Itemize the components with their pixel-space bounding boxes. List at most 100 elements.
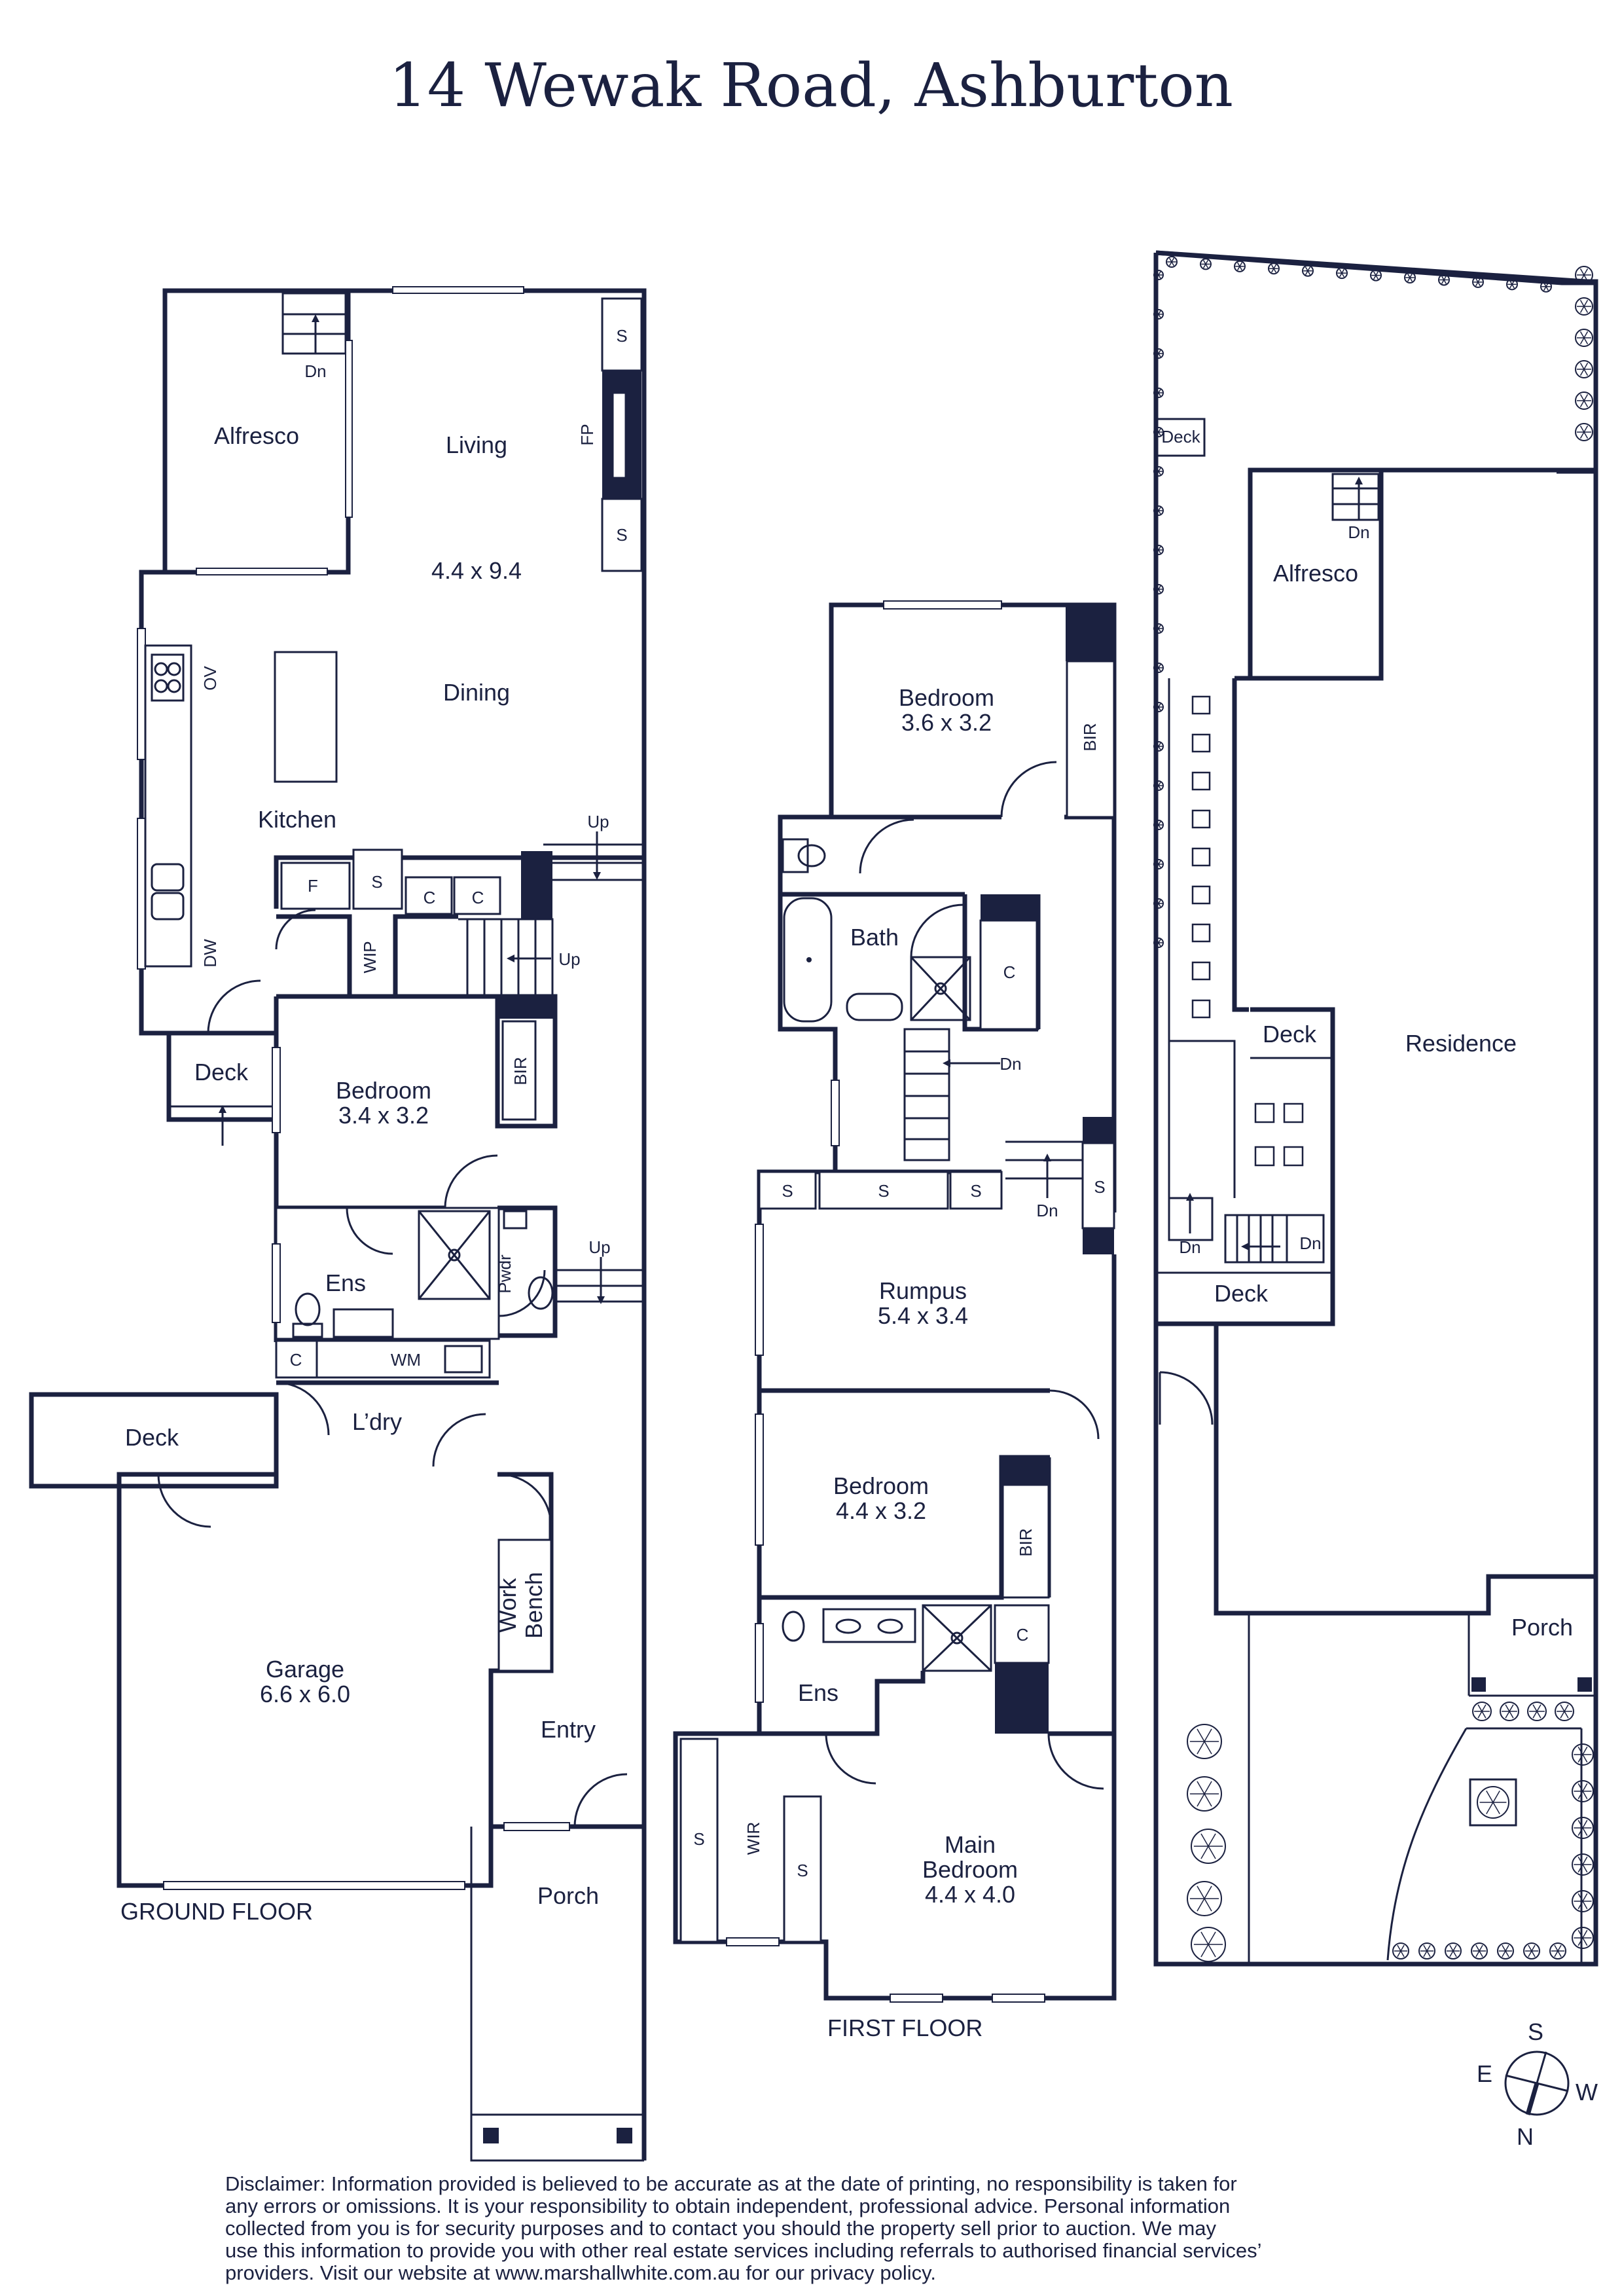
label-up-stairs: Up [558,949,580,969]
label-living-size: 4.4 x 9.4 [431,557,522,584]
shrub-icon [1166,256,1178,268]
label-bedroom-2-size: 4.4 x 3.2 [836,1497,926,1524]
shrub-icon [1153,466,1164,477]
shrub-icon [1187,1776,1222,1812]
shrub-icon [1506,278,1518,291]
label-kitchen: Kitchen [258,806,336,833]
label-fridge: F [308,876,318,896]
label-work: Work [494,1577,521,1632]
label-alfresco-dn: Dn [304,361,326,381]
shrub-icon [1572,1743,1594,1766]
shrub-icon [1336,267,1348,280]
label-dishwasher: DW [200,939,220,968]
paver [1283,1146,1304,1167]
label-bedroom-ground-size: 3.4 x 3.2 [338,1102,429,1129]
compass-n: N [1517,2123,1534,2150]
label-bedroom-2: Bedroom [833,1472,929,1499]
shrub-icon [1575,297,1593,316]
shrub-icon [1153,663,1164,673]
label-cupboard-c1: C [424,888,436,907]
label-site-deck-lower: Deck [1214,1280,1269,1307]
disclaimer: Disclaimer: Information provided is beli… [225,2172,1262,2284]
label-wir: WIR [744,1822,763,1855]
label-bedroom-ground: Bedroom [336,1077,431,1104]
shrub-icon [1187,1881,1222,1916]
ground-floor-plan: Alfresco Dn Living 4.4 x 9.4 FP S S Dini… [29,286,647,2162]
compass-w: W [1576,2079,1598,2105]
label-site-dn-2: Dn [1299,1233,1321,1253]
shrub-icon [1302,264,1314,277]
shrub-icon [1572,1927,1594,1949]
site-plan: Deck Dn Alfresco Deck Residence Dn Dn De… [1153,250,1598,1967]
shrub-icon [1234,260,1246,272]
label-bedroom-1: Bedroom [899,684,994,711]
shrub-icon [1555,1702,1574,1721]
disclaimer-line-1: Disclaimer: Information provided is beli… [225,2172,1237,2195]
label-storage-first-2: S [878,1181,889,1201]
shrub-icon [1153,741,1164,752]
shrub-icon [1575,423,1593,441]
label-deck-laundry: Deck [125,1424,179,1451]
label-washing-machine: WM [391,1350,421,1370]
shrub-icon [1572,1890,1594,1912]
paver [1254,1102,1275,1123]
disclaimer-line-3: collected from you is for security purpo… [225,2217,1217,2240]
shrub-icon [1472,276,1484,288]
label-rumpus: Rumpus [879,1277,967,1304]
shrub-icon [1153,898,1164,909]
shrub-icon [1438,274,1450,286]
shrub-icon [1153,505,1164,516]
disclaimer-line-4: use this information to provide you with… [225,2239,1262,2262]
paver [1283,1102,1304,1123]
label-powder: Pwdr [495,1254,514,1294]
label-bath: Bath [850,924,899,951]
shrub-icon [1575,329,1593,347]
label-alfresco: Alfresco [214,422,299,449]
paver [1191,771,1211,791]
label-living: Living [446,431,507,458]
label-ground-floor: GROUND FLOOR [120,1898,313,1925]
shrub-icon [1527,1702,1547,1721]
label-storage-first-1: S [782,1181,793,1201]
site-boundary [1153,250,1598,1967]
shrub-icon [1497,1942,1514,1959]
label-storage-first-3: S [970,1181,981,1201]
label-ensuite-ground: Ens [325,1269,366,1296]
label-storage-wir-1: S [693,1829,704,1849]
shrub-icon [1575,392,1593,410]
disclaimer-line-2: any errors or omissions. It is your resp… [225,2195,1230,2217]
label-site-dn-alfresco: Dn [1348,522,1369,542]
label-porch-ground: Porch [537,1882,599,1909]
shrub-icon [1153,623,1164,634]
paver [1191,923,1211,943]
label-oven: OV [200,666,220,691]
label-main-1: Main [945,1831,996,1858]
label-site-alfresco: Alfresco [1273,560,1358,587]
label-fp: FP [577,424,597,445]
shrub-icon [1153,938,1164,948]
shrub-icon [1153,388,1164,398]
label-up-kitchen: Up [587,812,609,831]
shrub-icon [1153,584,1164,594]
first-floor-plan: Bedroom 3.6 x 3.2 BIR Bath C Dn Dn S S S… [673,600,1117,2041]
shrub-icon [1418,1942,1435,1959]
label-storage-s2: S [616,525,627,545]
compass-e: E [1477,2060,1492,2087]
paver [1191,809,1211,829]
paver [1191,847,1211,867]
label-main-2: Bedroom [922,1856,1018,1883]
label-site-dn-1: Dn [1179,1237,1200,1257]
label-storage-s3: S [371,872,382,892]
paver [1191,999,1211,1019]
label-main-size: 4.4 x 4.0 [925,1881,1015,1908]
shrub-icon [1153,309,1164,319]
label-entry: Entry [541,1716,596,1743]
shrub-icon [1445,1942,1462,1959]
shrub-icon [1200,258,1212,270]
shrub-icon [1153,859,1164,869]
paver [1254,1146,1275,1167]
shrub-icon [1572,1853,1594,1876]
shrub-icon [1191,1829,1226,1864]
label-bir-1: BIR [1080,723,1100,751]
shrub-icon [1268,263,1280,275]
